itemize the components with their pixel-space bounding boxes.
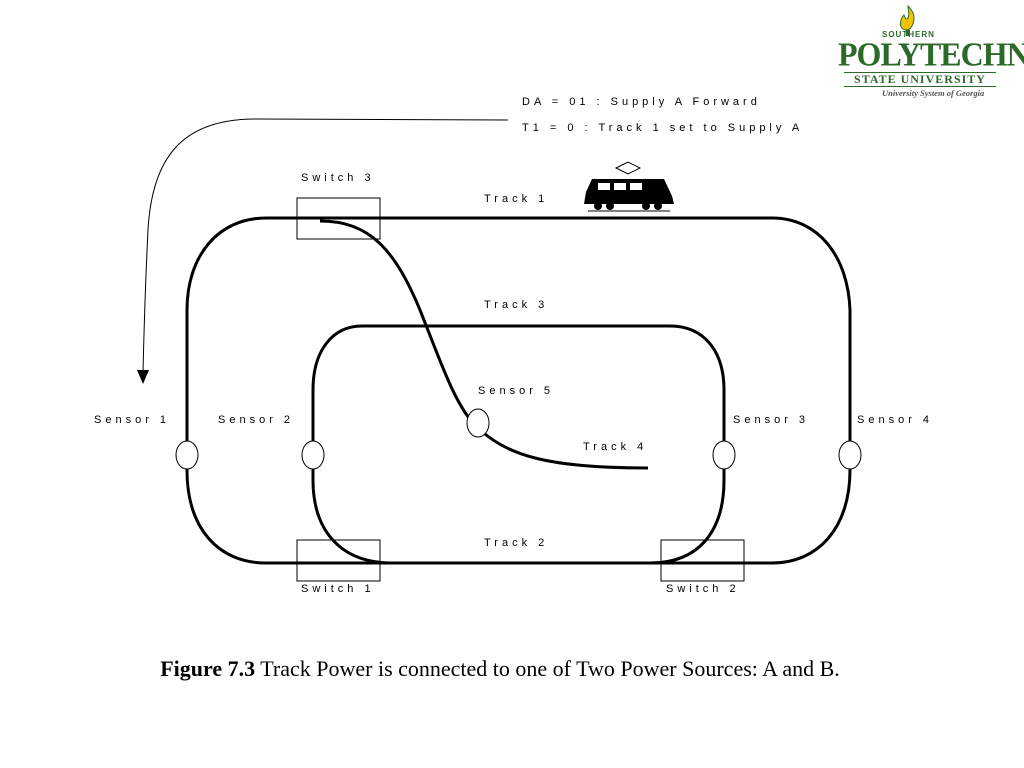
track-4-label: Track 4 <box>583 441 647 453</box>
status-line-1: DA = 01 : Supply A Forward <box>522 96 761 108</box>
sensor-2[interactable] <box>301 440 325 470</box>
logo-state-university-text: STATE UNIVERSITY <box>844 72 996 87</box>
track-1-label: Track 1 <box>484 193 548 205</box>
arrow-head-icon <box>137 370 149 384</box>
switch-3-label: Switch 3 <box>301 172 375 184</box>
sensor-4-label: Sensor 4 <box>857 414 933 426</box>
sensor-1-label: Sensor 1 <box>94 414 170 426</box>
switch-3-box[interactable] <box>296 197 381 240</box>
sensor-4[interactable] <box>838 440 862 470</box>
switch-2-box[interactable] <box>660 539 745 582</box>
logo-southern-text: SOUTHERN <box>882 30 935 39</box>
switch-1-label: Switch 1 <box>301 583 375 595</box>
logo-polytechnic-text: POLYTECHNIC <box>838 35 1024 73</box>
figure-caption-text: Track Power is connected to one of Two P… <box>255 656 840 681</box>
track-2-label: Track 2 <box>484 537 548 549</box>
status-line-2: T1 = 0 : Track 1 set to Supply A <box>522 122 803 134</box>
track-3-label: Track 3 <box>484 299 548 311</box>
sensor-5[interactable] <box>466 408 490 438</box>
university-logo: SOUTHERN POLYTECHNIC STATE UNIVERSITY Un… <box>836 4 1024 100</box>
logo-system-text: University System of Georgia <box>882 88 985 98</box>
status-pointer-arrow <box>142 118 509 373</box>
track-4-spur <box>319 219 649 470</box>
sensor-1[interactable] <box>175 440 199 470</box>
sensor-3[interactable] <box>712 440 736 470</box>
figure-caption: Figure 7.3 Track Power is connected to o… <box>0 656 1000 682</box>
track-1-outer-loop <box>185 216 852 565</box>
locomotive-icon[interactable] <box>584 161 674 212</box>
figure-number: Figure 7.3 <box>160 656 256 681</box>
switch-1-box[interactable] <box>296 539 381 582</box>
sensor-2-label: Sensor 2 <box>218 414 294 426</box>
sensor-3-label: Sensor 3 <box>733 414 809 426</box>
flame-icon <box>900 4 915 36</box>
switch-2-label: Switch 2 <box>666 583 740 595</box>
track-3-inner-loop <box>311 324 726 565</box>
sensor-5-label: Sensor 5 <box>478 385 554 397</box>
